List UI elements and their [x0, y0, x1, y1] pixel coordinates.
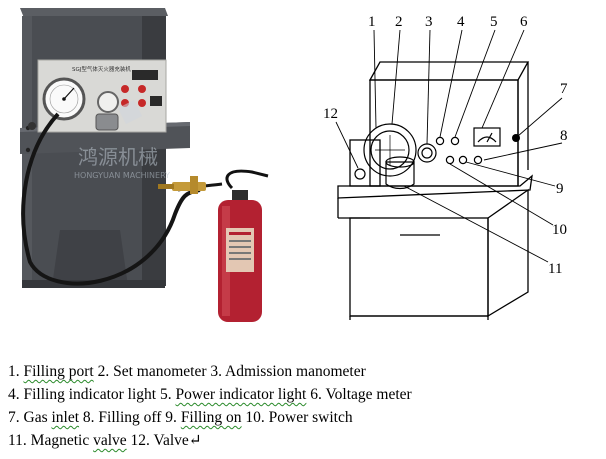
label-7: 7 [560, 81, 568, 97]
fire-extinguisher [218, 169, 269, 322]
caption-segment: 12. Valve↵ [126, 432, 202, 449]
caption-segment: inlet [51, 409, 80, 426]
label-11: 11 [548, 261, 562, 277]
label-8: 8 [560, 128, 568, 144]
caption-segment: 7. Gas [8, 409, 52, 426]
lower-cabinet [349, 217, 489, 317]
caption-segment: 1. [8, 363, 24, 380]
caption-segment: 6. Voltage meter [306, 386, 412, 403]
label-9: 9 [556, 181, 564, 197]
filling-on-button [458, 155, 468, 165]
label-10: 10 [552, 222, 567, 238]
valve [354, 168, 366, 180]
label-6: 6 [520, 14, 528, 30]
label-3: 3 [425, 14, 433, 30]
magnetic-valve [385, 161, 415, 190]
watermark-cn: 鸿源机械 [78, 145, 158, 169]
indicator-light [138, 85, 146, 93]
top-housing [368, 61, 530, 81]
filling-hose [21, 112, 201, 286]
panel-title: SGJ型气体灭火器充装机 [72, 65, 131, 73]
label-1: 1 [368, 14, 376, 30]
caption-line-4: 11. Magnetic valve 12. Valve↵ [8, 431, 202, 451]
power-indicator-light [450, 136, 460, 146]
caption-segment: 11. Magnetic [8, 432, 94, 449]
caption-segment: 2. Set manometer 3. Admission manometer [93, 363, 366, 380]
machine-photo: SGJ型气体灭火器充装机 鸿源机械 HONGYUAN MACHINERY [20, 8, 269, 322]
admission-manometer [417, 143, 437, 163]
caption-line-1: 1. Filling port 2. Set manometer 3. Admi… [8, 362, 366, 382]
voltage-meter [473, 127, 501, 147]
label-4: 4 [457, 14, 465, 30]
caption-segment: 10. Power switch [241, 409, 353, 426]
watermark: 鸿源机械 HONGYUAN MACHINERY [74, 100, 170, 180]
set-manometer [363, 123, 417, 177]
caption-segment: 4. Filling indicator light 5. [8, 386, 176, 403]
label-2: 2 [395, 14, 403, 30]
caption-line-3: 7. Gas inlet 8. Filling off 9. Filling o… [8, 408, 353, 428]
caption-line-2: 4. Filling indicator light 5. Power indi… [8, 385, 412, 405]
small-gauge [97, 91, 119, 113]
power-switch [473, 155, 483, 165]
control-panel: SGJ型气体灭火器充装机 [28, 59, 167, 133]
label-12: 12 [323, 106, 338, 122]
caption-segment: 8. Filling off 9. [79, 409, 181, 426]
filling-indicator-light [435, 136, 445, 146]
schematic-drawing: 1 2 3 4 5 6 7 8 9 10 11 12 [323, 14, 568, 320]
caption-segment: Filling port [23, 363, 94, 380]
watermark-en: HONGYUAN MACHINERY [74, 171, 170, 180]
caption-segment: Power indicator light [175, 386, 307, 403]
indicator-light [121, 85, 129, 93]
caption-segment: valve [93, 432, 127, 449]
indicator-light [138, 99, 146, 107]
label-5: 5 [490, 14, 498, 30]
brass-connector [158, 176, 206, 194]
filling-off-button [445, 155, 455, 165]
caption-segment: Filling on [180, 409, 242, 426]
